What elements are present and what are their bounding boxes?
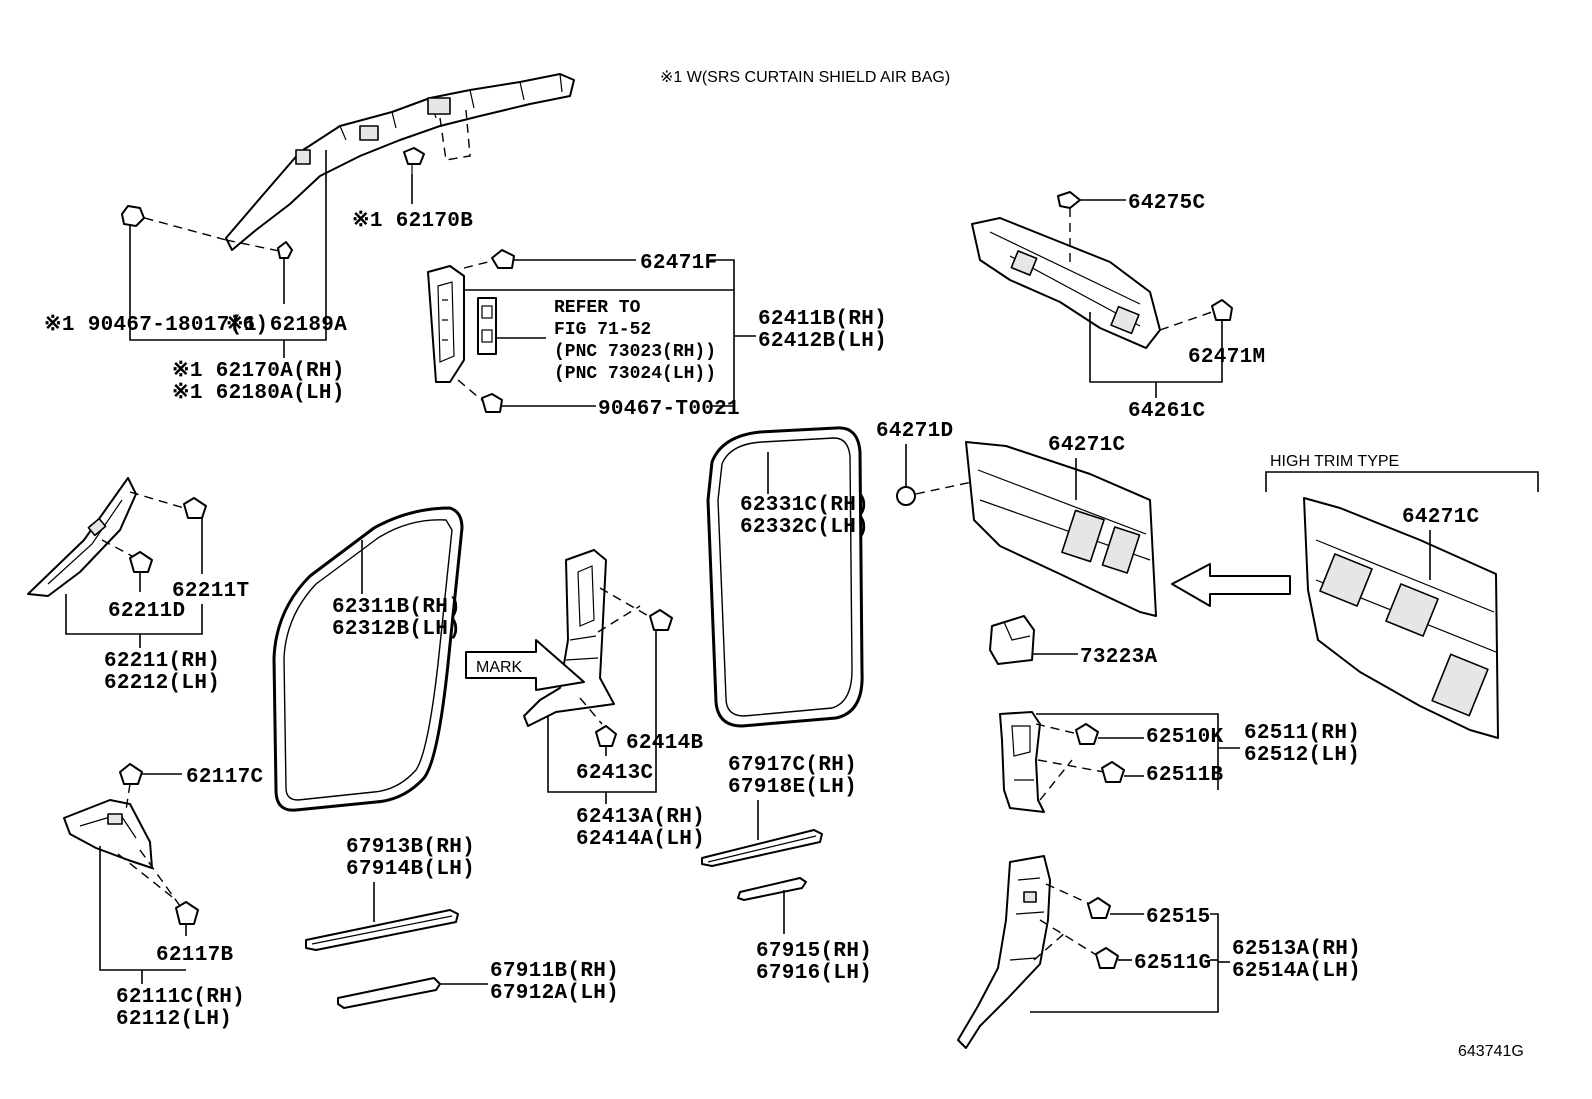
rear-step-plate (737, 877, 807, 901)
label-62211D: 62211D (108, 600, 185, 623)
refer-line-3: (PNC 73023(RH)) (554, 342, 716, 362)
label-62412B: 62412B(LH) (758, 330, 887, 353)
label-62211: 62211(RH) (104, 650, 220, 673)
clip-icon (1211, 299, 1233, 321)
airbag-note: ※1 W(SRS CURTAIN SHIELD AIR BAG) (660, 69, 950, 86)
clip-icon (175, 901, 199, 925)
label-62511: 62511(RH) (1244, 722, 1360, 745)
label-62413A: 62413A(RH) (576, 806, 705, 829)
clip-icon (896, 486, 916, 506)
label-62414A: 62414A(LH) (576, 828, 705, 851)
label-90467-18017: ※1 90467-18017(6) (44, 313, 268, 337)
front-door-weatherstrip (272, 506, 464, 812)
refer-line-4: (PNC 73024(LH)) (554, 364, 716, 384)
label-67916: 67916(LH) (756, 962, 872, 985)
label-62514A: 62514A(LH) (1232, 960, 1361, 983)
label-64271D: 64271D (876, 420, 953, 443)
front-scuff-plate (305, 909, 459, 951)
label-64271C-b: 64271C (1402, 506, 1480, 529)
label-62331C: 62331C(RH) (740, 494, 869, 517)
rear-upper-trim-panel (971, 217, 1161, 349)
label-62414B: 62414B (626, 732, 704, 755)
label-62211T: 62211T (172, 580, 249, 603)
rear-trim-panel-high-trim (1303, 497, 1499, 739)
clip-icon (121, 205, 145, 227)
label-62332C: 62332C(LH) (740, 516, 869, 539)
label-62471M: 62471M (1188, 346, 1265, 369)
clip-icon (1087, 897, 1111, 919)
quarter-pillar-garnish-lower (957, 855, 1051, 1049)
clip-icon (1101, 761, 1125, 783)
rear-door-weatherstrip (706, 426, 864, 728)
center-pillar-garnish-lower (523, 549, 615, 727)
label-62189A: ※1 62189A (226, 313, 347, 337)
label-62471F: 62471F (640, 252, 717, 275)
label-62180A: ※1 62180A(LH) (172, 381, 345, 405)
clip-icon (1075, 723, 1099, 745)
front-pillar-garnish (27, 477, 137, 597)
label-73223A: 73223A (1080, 646, 1158, 669)
switch-bracket-icon (989, 615, 1035, 665)
clip-icon (277, 241, 293, 259)
clip-icon (119, 763, 143, 785)
clip-icon (129, 551, 153, 573)
center-pillar-garnish-upper (427, 265, 465, 383)
clip-icon (481, 393, 503, 413)
clip-icon (1095, 947, 1119, 969)
label-67917C: 67917C(RH) (728, 754, 857, 777)
roof-side-rail-assembly (225, 73, 575, 251)
label-67912A: 67912A(LH) (490, 982, 619, 1005)
label-62170A: ※1 62170A(RH) (172, 359, 345, 383)
rear-trim-panel (965, 441, 1157, 617)
label-67914B: 67914B(LH) (346, 858, 475, 881)
label-62170B: ※1 62170B (352, 209, 473, 233)
label-62117B: 62117B (156, 944, 234, 967)
label-62513A: 62513A(RH) (1232, 938, 1361, 961)
label-67913B: 67913B(RH) (346, 836, 475, 859)
arrow-left-icon (1171, 563, 1291, 607)
refer-line-2: FIG 71-52 (554, 320, 651, 340)
label-64261C: 64261C (1128, 400, 1206, 423)
label-67918E: 67918E(LH) (728, 776, 857, 799)
label-62511B: 62511B (1146, 764, 1224, 787)
label-67915: 67915(RH) (756, 940, 872, 963)
label-62413C: 62413C (576, 762, 654, 785)
mark-callout-icon (465, 639, 585, 691)
cowl-side-trim (63, 799, 153, 869)
label-62311B: 62311B(RH) (332, 596, 461, 619)
label-64275C: 64275C (1128, 192, 1206, 215)
front-step-plate (337, 977, 441, 1009)
label-62512: 62512(LH) (1244, 744, 1360, 767)
label-62515: 62515 (1146, 906, 1211, 929)
quarter-pillar-garnish-upper (999, 711, 1045, 813)
rear-scuff-plate (701, 829, 823, 867)
figure-number: 643741G (1458, 1043, 1524, 1060)
clip-icon (183, 497, 207, 519)
label-90467-T0021: 90467-T0021 (598, 398, 740, 421)
label-67911B: 67911B(RH) (490, 960, 619, 983)
switch-panel-icon (477, 297, 497, 355)
label-64271C-a: 64271C (1048, 434, 1126, 457)
clip-icon (1057, 191, 1081, 209)
high-trim-type-label: HIGH TRIM TYPE (1270, 453, 1399, 470)
clip-icon (649, 609, 673, 631)
label-62212: 62212(LH) (104, 672, 220, 695)
label-62312B: 62312B(LH) (332, 618, 461, 641)
label-62510K: 62510K (1146, 726, 1224, 749)
label-62117C: 62117C (186, 766, 264, 789)
clip-icon (491, 249, 515, 269)
mark-label: MARK (476, 659, 523, 676)
bolt-icon (403, 147, 425, 174)
label-62411B: 62411B(RH) (758, 308, 887, 331)
label-62511G: 62511G (1134, 952, 1211, 975)
clip-icon (595, 725, 617, 747)
label-62112: 62112(LH) (116, 1008, 232, 1031)
refer-line-1: REFER TO (554, 298, 641, 318)
label-62111C: 62111C(RH) (116, 986, 245, 1009)
